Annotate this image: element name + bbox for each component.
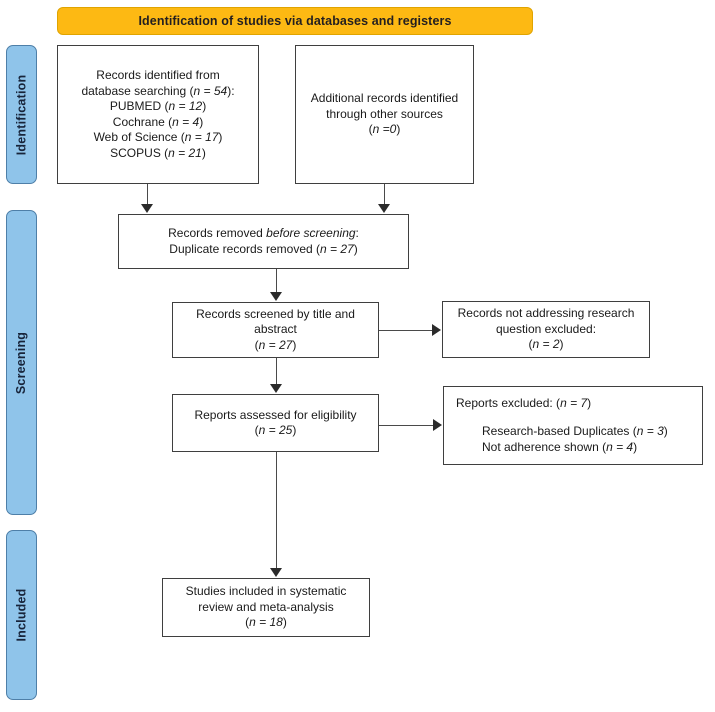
box-text-line: through other sources: [326, 106, 443, 121]
box-text-line: review and meta-analysis: [198, 599, 334, 614]
count-value: n = 2: [532, 337, 560, 352]
box-text-line: question excluded:: [495, 321, 597, 336]
box-text-line: Records screened by title and: [196, 306, 355, 321]
box-text-line: (n = 27): [254, 337, 297, 352]
box-text-line: Web of Science (n = 17): [93, 130, 223, 144]
box-text-line: Records not addressing research: [457, 306, 635, 321]
stage-tab-screening: Screening: [6, 210, 37, 515]
stage-tab-identification-label: Identification: [14, 74, 29, 155]
count-value: n = 27: [320, 241, 354, 256]
connector-assessed-to-reports-excluded: [379, 425, 434, 426]
count-value: n = 4: [606, 439, 634, 454]
box-text-line: Records removed before screening:: [168, 226, 359, 240]
box-text-line: Records identified from: [96, 68, 220, 82]
box-text-line: Reports excluded: (n = 7): [456, 396, 592, 410]
count-value: n = 17: [184, 130, 219, 144]
arrowhead-assessed-to-reports-excluded: [433, 419, 442, 431]
box-text-line: Research-based Duplicates (n = 3): [482, 424, 668, 438]
connector-identified-to-removed: [147, 184, 148, 206]
box-reports-assessed: Reports assessed for eligibility(n = 25): [172, 394, 379, 452]
box-text-line: Duplicate records removed (n = 27): [169, 241, 358, 256]
box-text-line: (n = 25): [254, 423, 297, 437]
box-text-line: Additional records identified: [310, 91, 459, 106]
box-text-line: Studies included in systematic: [185, 584, 347, 599]
connector-screened-to-excluded: [379, 330, 433, 331]
arrowhead-removed-to-screened: [270, 292, 282, 301]
box-text-line: database searching (n = 54):: [81, 83, 235, 98]
count-value: n = 3: [636, 424, 664, 438]
box-text-line: Cochrane (n = 4): [112, 114, 204, 129]
stage-tab-screening-label: Screening: [14, 331, 29, 394]
count-value: n = 18: [249, 615, 283, 630]
count-value: n = 12: [168, 99, 203, 113]
stage-tab-included: Included: [6, 530, 37, 700]
box-text-line: (n = 18): [245, 615, 287, 630]
diagram-header-banner: Identification of studies via databases …: [57, 7, 533, 35]
connector-screened-to-assessed: [276, 358, 277, 384]
stage-tab-included-label: Included: [14, 588, 29, 642]
count-value: n = 27: [258, 337, 293, 352]
count-value: n = 54: [193, 83, 228, 98]
connector-removed-to-screened: [276, 269, 277, 293]
arrowhead-identified-to-removed: [141, 204, 153, 213]
box-text-line: Reports assessed for eligibility: [194, 407, 357, 422]
arrowhead-additional-to-removed: [378, 204, 390, 213]
box-records-removed: Records removed before screening:Duplica…: [118, 214, 409, 269]
count-value: n = 4: [172, 114, 200, 129]
count-value: n = 25: [258, 423, 293, 437]
arrowhead-screened-to-assessed: [270, 384, 282, 393]
box-reports-excluded: Reports excluded: (n = 7) Research-based …: [443, 386, 703, 465]
box-text-line: (n = 2): [528, 337, 564, 352]
count-value: n = 21: [168, 145, 202, 160]
connector-additional-to-removed: [384, 184, 385, 206]
stage-tab-identification: Identification: [6, 45, 37, 184]
diagram-title: Identification of studies via databases …: [138, 14, 452, 28]
box-text-line: SCOPUS (n = 21): [110, 145, 206, 160]
count-value: n = 7: [560, 396, 588, 410]
connector-assessed-to-included: [276, 452, 277, 569]
box-text-line: Not adherence shown (n = 4): [482, 439, 638, 454]
count-value: n =0: [372, 122, 397, 137]
count-value: before screening: [266, 226, 356, 240]
box-text-line: PUBMED (n = 12): [109, 99, 207, 113]
arrowhead-screened-to-excluded: [432, 324, 441, 336]
arrowhead-assessed-to-included: [270, 568, 282, 577]
box-text-line: abstract: [254, 322, 297, 337]
box-text-line: (n =0): [368, 122, 401, 137]
